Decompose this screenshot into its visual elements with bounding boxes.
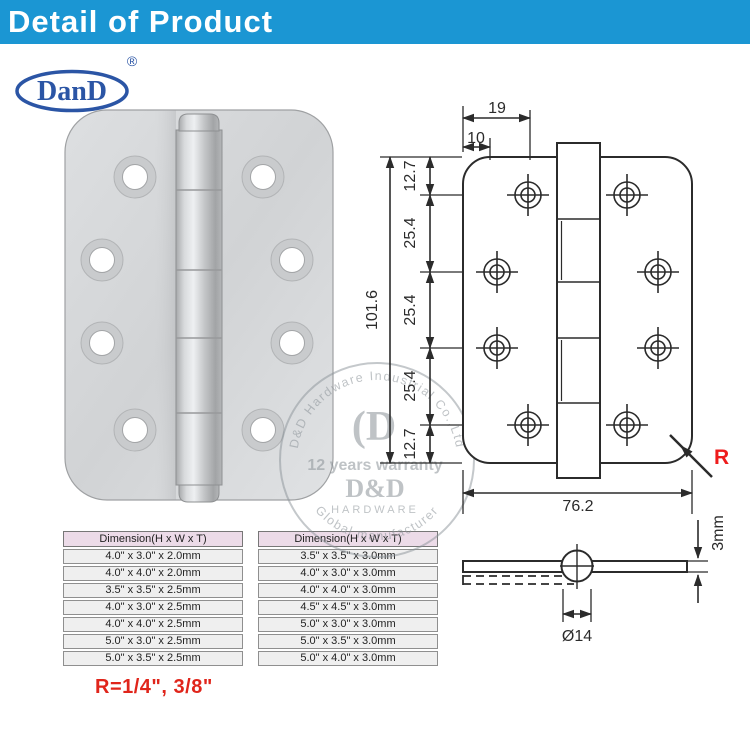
drawing-screw-holes — [476, 174, 679, 446]
table-row: 5.0" x 3.0" x 3.0mm — [258, 617, 438, 632]
table-row: 4.0" x 3.0" x 2.0mm — [63, 549, 243, 564]
dim-label-101-6: 101.6 — [364, 290, 381, 330]
brand-logo: DanD ® — [15, 53, 138, 113]
thickness-dim — [687, 520, 708, 603]
crosshair-hole — [476, 251, 518, 293]
screw-hole — [270, 321, 314, 365]
logo-text: DanD — [37, 76, 107, 107]
dim-label-10: 10 — [467, 130, 485, 147]
table-row: 4.0" x 4.0" x 2.5mm — [63, 617, 243, 632]
dim-label-thickness: 3mm — [710, 515, 727, 551]
registered-trademark: ® — [127, 53, 138, 69]
hinge-product-photo — [64, 109, 334, 503]
dim-label-25-4-c: 25.4 — [402, 370, 419, 401]
table-row: 5.0" x 3.5" x 2.5mm — [63, 651, 243, 666]
hinge-barrel — [175, 113, 223, 503]
table-row: 4.0" x 3.0" x 2.5mm — [63, 600, 243, 615]
leaf-shading — [154, 110, 176, 500]
dim-label-12-7-bottom: 12.7 — [402, 428, 419, 459]
hinge-technical-drawing: 19 10 12.7 25.4 25.4 25.4 12.7 101.6 76.… — [364, 100, 729, 645]
knuckle-outline — [556, 142, 601, 479]
screw-hole — [241, 408, 285, 452]
page-title: Detail of Product — [8, 4, 274, 39]
table-row: 5.0" x 3.0" x 2.5mm — [63, 634, 243, 649]
table-row: 4.0" x 3.0" x 3.0mm — [258, 566, 438, 581]
screw-hole — [113, 408, 157, 452]
crosshair-hole — [507, 174, 549, 216]
radius-callout: R — [669, 434, 729, 478]
crosshair-hole — [507, 404, 549, 446]
dimension-table-left: Dimension(H x W x T) 4.0" x 3.0" x 2.0mm… — [63, 531, 243, 666]
dim-label-25-4-b: 25.4 — [402, 294, 419, 325]
radius-label: R — [714, 446, 729, 469]
hinge-screw-holes — [80, 155, 314, 452]
dim-label-25-4-a: 25.4 — [402, 217, 419, 248]
screw-hole — [80, 321, 124, 365]
table-row: 5.0" x 4.0" x 3.0mm — [258, 651, 438, 666]
crosshair-hole — [476, 327, 518, 369]
front-view — [462, 142, 693, 479]
crosshair-hole — [637, 251, 679, 293]
table-header: Dimension(H x W x T) — [63, 531, 243, 547]
knuckle-joints — [176, 189, 222, 414]
crosshair-hole — [606, 174, 648, 216]
screw-hole — [241, 155, 285, 199]
table-row: 5.0" x 3.5" x 3.0mm — [258, 634, 438, 649]
screw-hole — [113, 155, 157, 199]
table-row: 3.5" x 3.5" x 2.5mm — [63, 583, 243, 598]
table-row: 4.0" x 4.0" x 2.0mm — [63, 566, 243, 581]
logo-ellipse — [15, 69, 129, 113]
dim-label-12-7-top: 12.7 — [402, 160, 419, 191]
table-row: 4.0" x 4.0" x 3.0mm — [258, 583, 438, 598]
dim-label-pin-diameter: Ø14 — [562, 628, 592, 645]
table-body: 4.0" x 3.0" x 2.0mm 4.0" x 4.0" x 2.0mm 3.… — [63, 549, 243, 666]
table-row: 4.5" x 4.5" x 3.0mm — [258, 600, 438, 615]
crosshair-hole — [606, 404, 648, 446]
pin-diameter-dim — [562, 589, 592, 622]
barrel-bottom-cap — [178, 484, 220, 503]
dimension-lines — [380, 106, 693, 514]
side-view: Ø14 3mm — [462, 515, 727, 645]
radius-note: R=1/4", 3/8" — [95, 676, 213, 698]
dim-label-19: 19 — [488, 100, 506, 117]
screw-hole — [270, 238, 314, 282]
barrel-top-cap — [178, 113, 220, 132]
folded-leaf-dashed — [462, 575, 574, 585]
screw-hole — [80, 238, 124, 282]
dim-label-76-2: 76.2 — [562, 498, 593, 515]
crosshair-hole — [637, 327, 679, 369]
header-bar: Detail of Product — [0, 0, 750, 44]
